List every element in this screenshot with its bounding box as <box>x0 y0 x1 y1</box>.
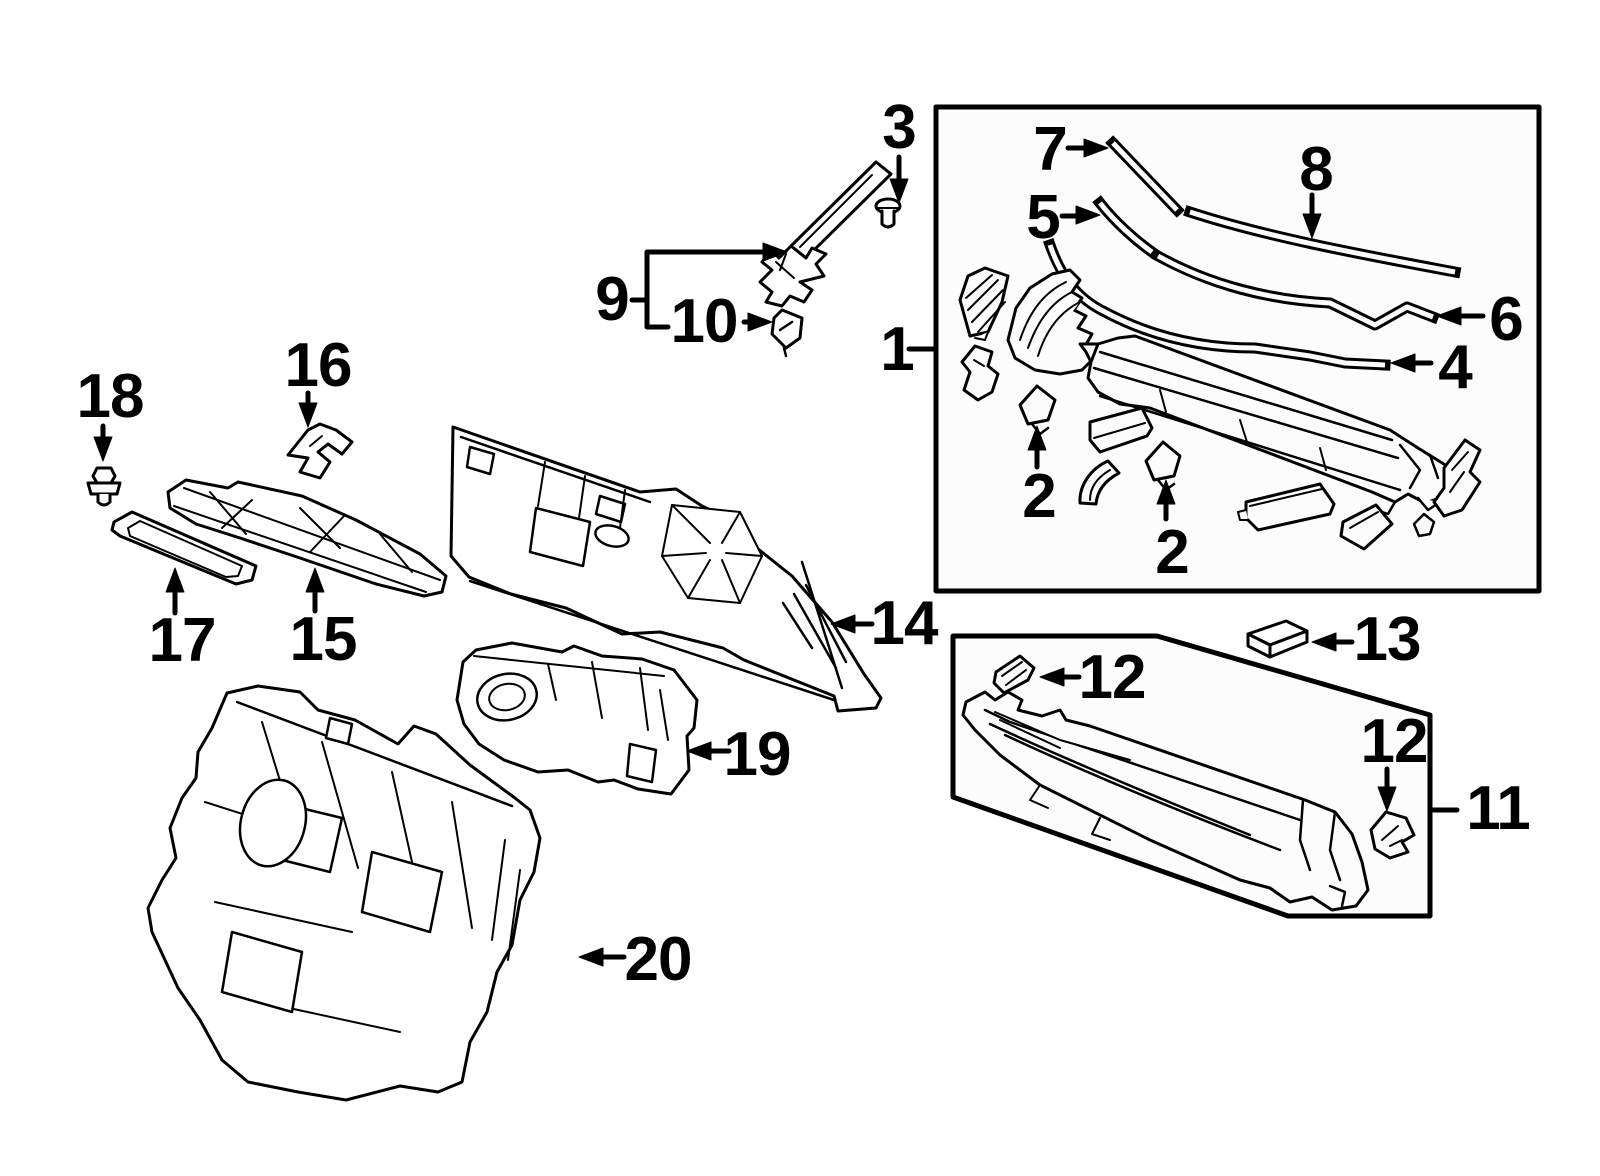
callout-8: 8 <box>1299 135 1333 204</box>
callout-2: 2 <box>1155 518 1189 587</box>
part-10-clip <box>770 308 804 358</box>
part-2-clip <box>1018 384 1057 436</box>
callout-6: 6 <box>1489 285 1523 354</box>
part-11-cowl-side-panel <box>961 690 1370 912</box>
part-wedge <box>1339 503 1394 551</box>
cowl-side-box <box>950 633 1433 919</box>
part-9-garnish <box>758 160 893 308</box>
part-17-strip <box>110 510 258 586</box>
callout-3: 3 <box>882 93 916 162</box>
part-20-insulator <box>146 684 542 1102</box>
part-hook <box>1078 459 1121 506</box>
part-8-seal <box>1183 205 1462 279</box>
callout-9: 9 <box>595 265 629 334</box>
part-16-bracket <box>286 422 354 480</box>
callout-arrows <box>93 138 1486 967</box>
callout-5: 5 <box>1026 183 1060 252</box>
part-wedge <box>1237 482 1336 532</box>
callout-10: 10 <box>670 287 739 356</box>
part-corner-bracket <box>1006 268 1098 376</box>
callout-13: 13 <box>1353 605 1422 674</box>
part-folded-bracket <box>1432 438 1482 518</box>
callout-11: 11 <box>1466 774 1531 843</box>
part-19-insulator <box>455 641 699 796</box>
callout-16: 16 <box>284 331 353 400</box>
callout-14: 14 <box>870 589 939 658</box>
part-12-clip <box>1369 810 1416 860</box>
callout-17: 17 <box>148 606 217 675</box>
callout-20: 20 <box>624 925 693 994</box>
part-side-lining <box>958 266 1010 341</box>
part-7-seal <box>1105 135 1185 218</box>
callout-12: 12 <box>1360 707 1429 776</box>
part-14-dash-panel <box>449 425 883 713</box>
callout-4: 4 <box>1438 333 1472 402</box>
part-13-seal-block <box>1246 619 1309 659</box>
callout-1: 1 <box>880 315 914 384</box>
part-15-slat <box>166 478 448 598</box>
part-18-fastener <box>86 466 122 507</box>
callout-19: 19 <box>723 720 792 789</box>
cowl-top-assembly-box <box>933 104 1542 594</box>
part-tiny-clip <box>1412 512 1436 538</box>
part-12-wedge <box>992 654 1036 695</box>
callout-15: 15 <box>289 605 358 674</box>
part-small-bracket <box>960 344 1000 402</box>
callout-12: 12 <box>1078 643 1147 712</box>
callout-7: 7 <box>1033 115 1067 184</box>
callout-2: 2 <box>1022 462 1056 531</box>
callout-18: 18 <box>76 362 145 431</box>
part-5-6-molding <box>1092 195 1441 331</box>
part-3-fastener <box>874 197 902 229</box>
